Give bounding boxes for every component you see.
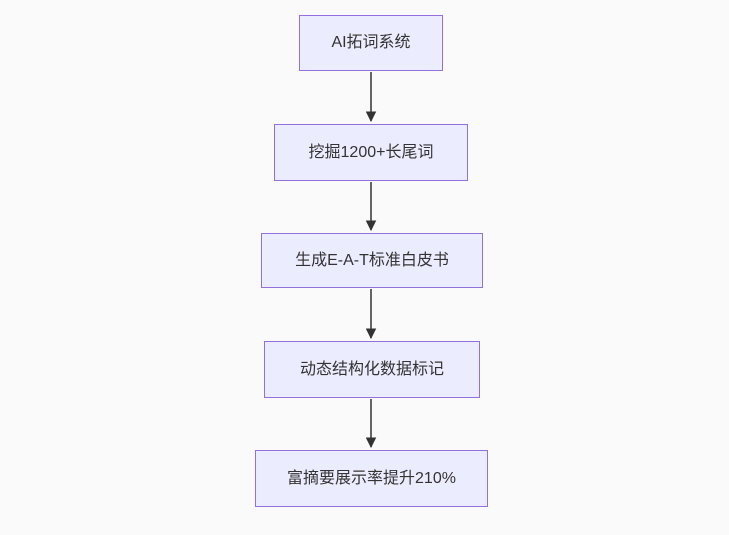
node-label: 动态结构化数据标记: [299, 360, 444, 378]
node-label: 生成E-A-T标准白皮书: [295, 251, 449, 269]
flowchart-node-ai-word-expansion-system: AI拓词系统: [299, 15, 443, 71]
node-label: 富摘要展示率提升210%: [287, 469, 456, 487]
flowchart-node-dynamic-structured-data-markup: 动态结构化数据标记: [264, 341, 480, 398]
flowchart-node-mine-longtail-keywords: 挖掘1200+长尾词: [274, 124, 468, 181]
node-label: 挖掘1200+长尾词: [308, 143, 434, 161]
flowchart-node-generate-eat-whitepaper: 生成E-A-T标准白皮书: [261, 233, 483, 288]
node-label: AI拓词系统: [331, 34, 411, 51]
flowchart-node-rich-snippet-rate-increase: 富摘要展示率提升210%: [255, 450, 488, 507]
